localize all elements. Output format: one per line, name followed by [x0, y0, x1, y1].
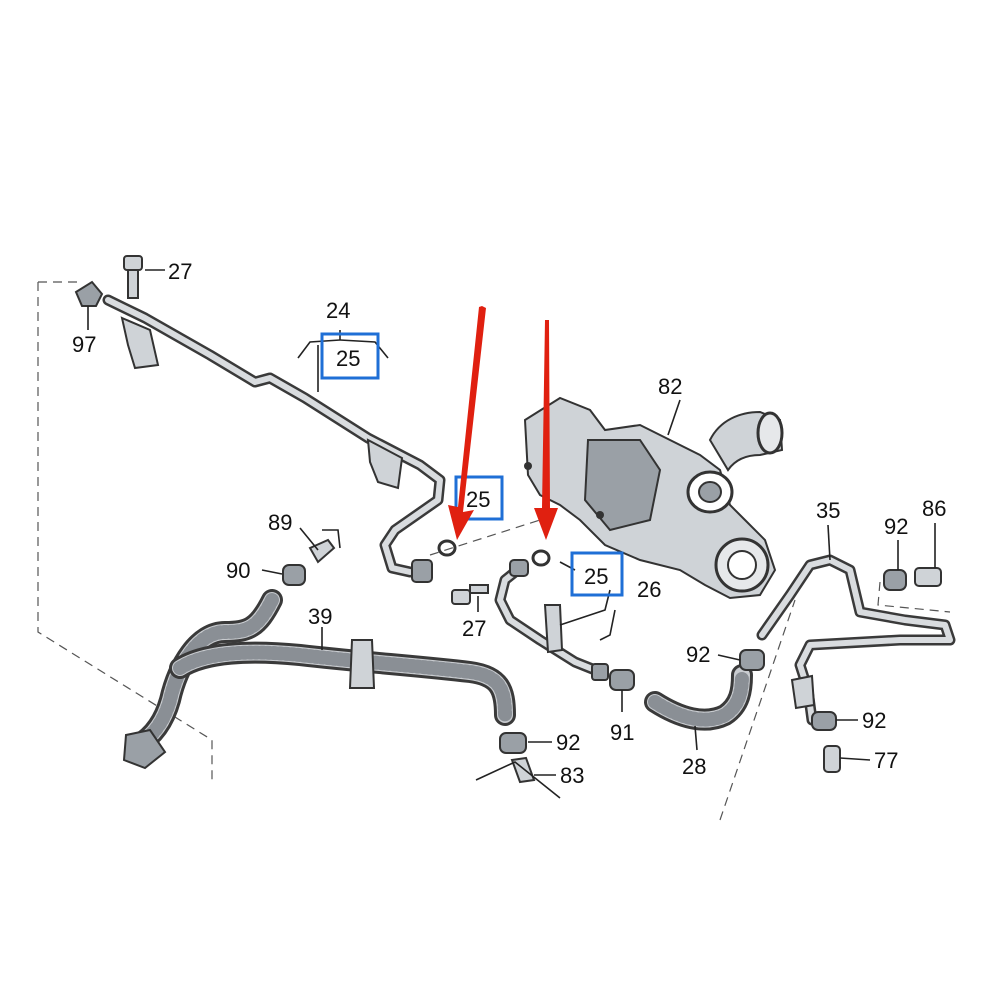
turbocharger-82 — [523, 396, 784, 600]
hose-stub-77 — [823, 745, 841, 773]
label-92-mid: 92 — [686, 642, 710, 667]
label-91: 91 — [610, 720, 634, 745]
label-26: 26 — [637, 577, 661, 602]
label-90: 90 — [226, 558, 250, 583]
label-39: 39 — [308, 604, 332, 629]
seal-ring-right — [531, 549, 551, 567]
label-82: 82 — [658, 374, 682, 399]
coolant-hose-39 — [122, 589, 516, 770]
red-arrows — [448, 306, 558, 540]
highlight-box-25-top — [320, 332, 380, 380]
sensor-89 — [308, 538, 336, 564]
label-86: 86 — [922, 496, 946, 521]
label-27-top: 27 — [168, 259, 192, 284]
label-89: 89 — [268, 510, 292, 535]
red-arrow-right — [534, 320, 558, 540]
hose-clamp-92-upper-right — [883, 569, 907, 591]
label-83: 83 — [560, 763, 584, 788]
label-25-right: 25 — [584, 564, 608, 589]
label-77: 77 — [874, 748, 898, 773]
label-92-lower: 92 — [556, 730, 580, 755]
highlight-box-25-right — [570, 551, 624, 597]
fitting-86 — [914, 567, 942, 587]
coolant-pipe-35 — [756, 554, 956, 726]
label-35: 35 — [816, 498, 840, 523]
coolant-pipe-24 — [102, 294, 446, 578]
bolt-27-top — [123, 255, 143, 299]
highlight-boxes — [320, 332, 624, 597]
hose-clamp-92-lower — [499, 732, 527, 754]
label-25-mid: 25 — [466, 487, 490, 512]
label-97: 97 — [72, 332, 96, 357]
pipe-bracket-top — [120, 316, 160, 370]
pipe-24-end-fitting — [411, 559, 433, 583]
label-92-lower-right: 92 — [862, 708, 886, 733]
leader-lines — [87, 269, 936, 799]
label-27-mid: 27 — [462, 616, 486, 641]
label-28: 28 — [682, 754, 706, 779]
hose-clamp-91 — [609, 669, 635, 691]
part-labels: 27 97 24 25 25 25 82 89 90 39 27 26 35 9… — [72, 259, 946, 788]
bolt-27-mid — [451, 584, 489, 605]
label-92-upper-right: 92 — [884, 514, 908, 539]
hose-clamp-92-mid — [739, 649, 765, 671]
label-25-top: 25 — [336, 346, 360, 371]
highlight-box-25-mid — [454, 475, 504, 521]
coolant-hose-28 — [644, 664, 753, 731]
dashed-guide-lines — [37, 281, 951, 821]
seal-ring-left — [437, 539, 457, 557]
hose-clamp-92-lower-right — [811, 711, 837, 731]
coolant-pipe-26 — [494, 559, 609, 681]
hose-clamp-90 — [282, 564, 306, 586]
clip-97 — [74, 280, 104, 307]
pipe-bracket-mid — [366, 438, 404, 490]
label-24: 24 — [326, 298, 350, 323]
red-arrow-left — [448, 306, 486, 540]
